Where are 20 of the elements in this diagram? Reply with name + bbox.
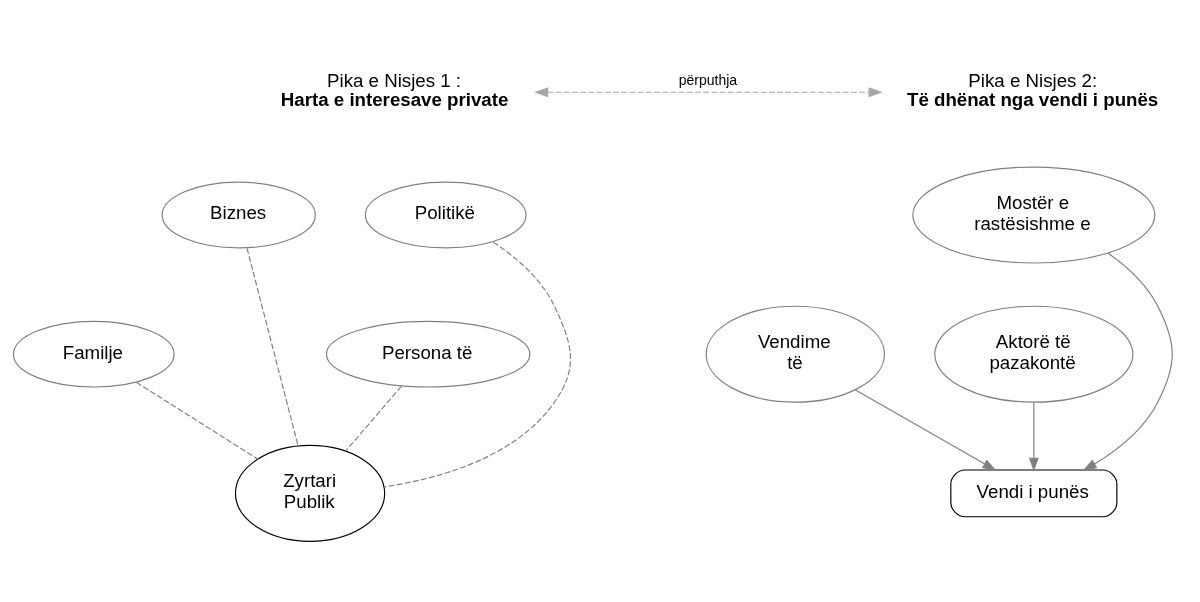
node-text: Pika e Nisjes 2: Të dhënat nga vendi i punës [906, 70, 1159, 111]
node-box: Vendi i punës [950, 469, 1118, 518]
node-ellipse: Mostër e rastësishme e [912, 166, 1156, 264]
node-text: Pika e Nisjes 1 : Harta e interesave private [280, 70, 509, 111]
connector [246, 247, 299, 447]
arrow [1028, 401, 1039, 472]
node-ellipse: Familje [12, 320, 175, 388]
node-ellipse: Politikë [364, 181, 527, 249]
node-ellipse: Biznes [161, 181, 316, 249]
node-ellipse: Zyrtari Publik [234, 444, 386, 542]
edge-label: përputhja [678, 71, 738, 88]
node-ellipse: Vendime të [705, 305, 886, 403]
arrow [854, 389, 997, 471]
arrow [534, 87, 883, 98]
node-ellipse: Aktorë të pazakontë [934, 305, 1134, 403]
connector [383, 241, 571, 488]
node-ellipse: Persona të [325, 320, 531, 388]
connector [135, 381, 259, 460]
connector [345, 385, 402, 452]
arrow [1082, 252, 1173, 471]
